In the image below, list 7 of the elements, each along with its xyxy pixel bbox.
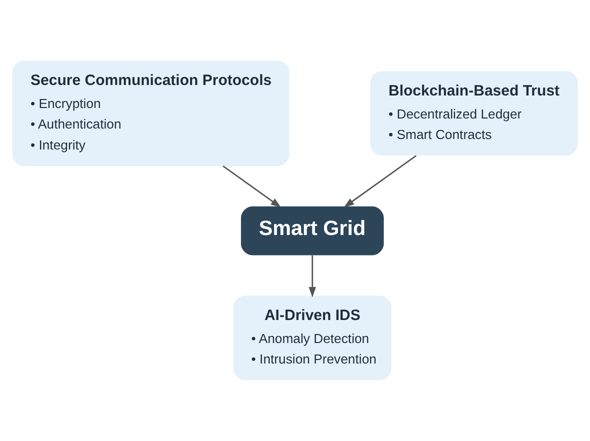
node-box: Smart Grid (240, 206, 384, 256)
node-box: Blockchain-Based Trust • Decentralized Ledger • Smart Contracts (370, 71, 578, 156)
arrow (222, 165, 282, 208)
arrow (308, 255, 316, 298)
node-box: AI-Driven IDS • Anomaly Detection • Intrusion Prevention (233, 296, 392, 380)
node-box: Secure Communication Protocols • Encryption • Authentication • Integrity (12, 60, 290, 166)
arrow (344, 155, 417, 208)
